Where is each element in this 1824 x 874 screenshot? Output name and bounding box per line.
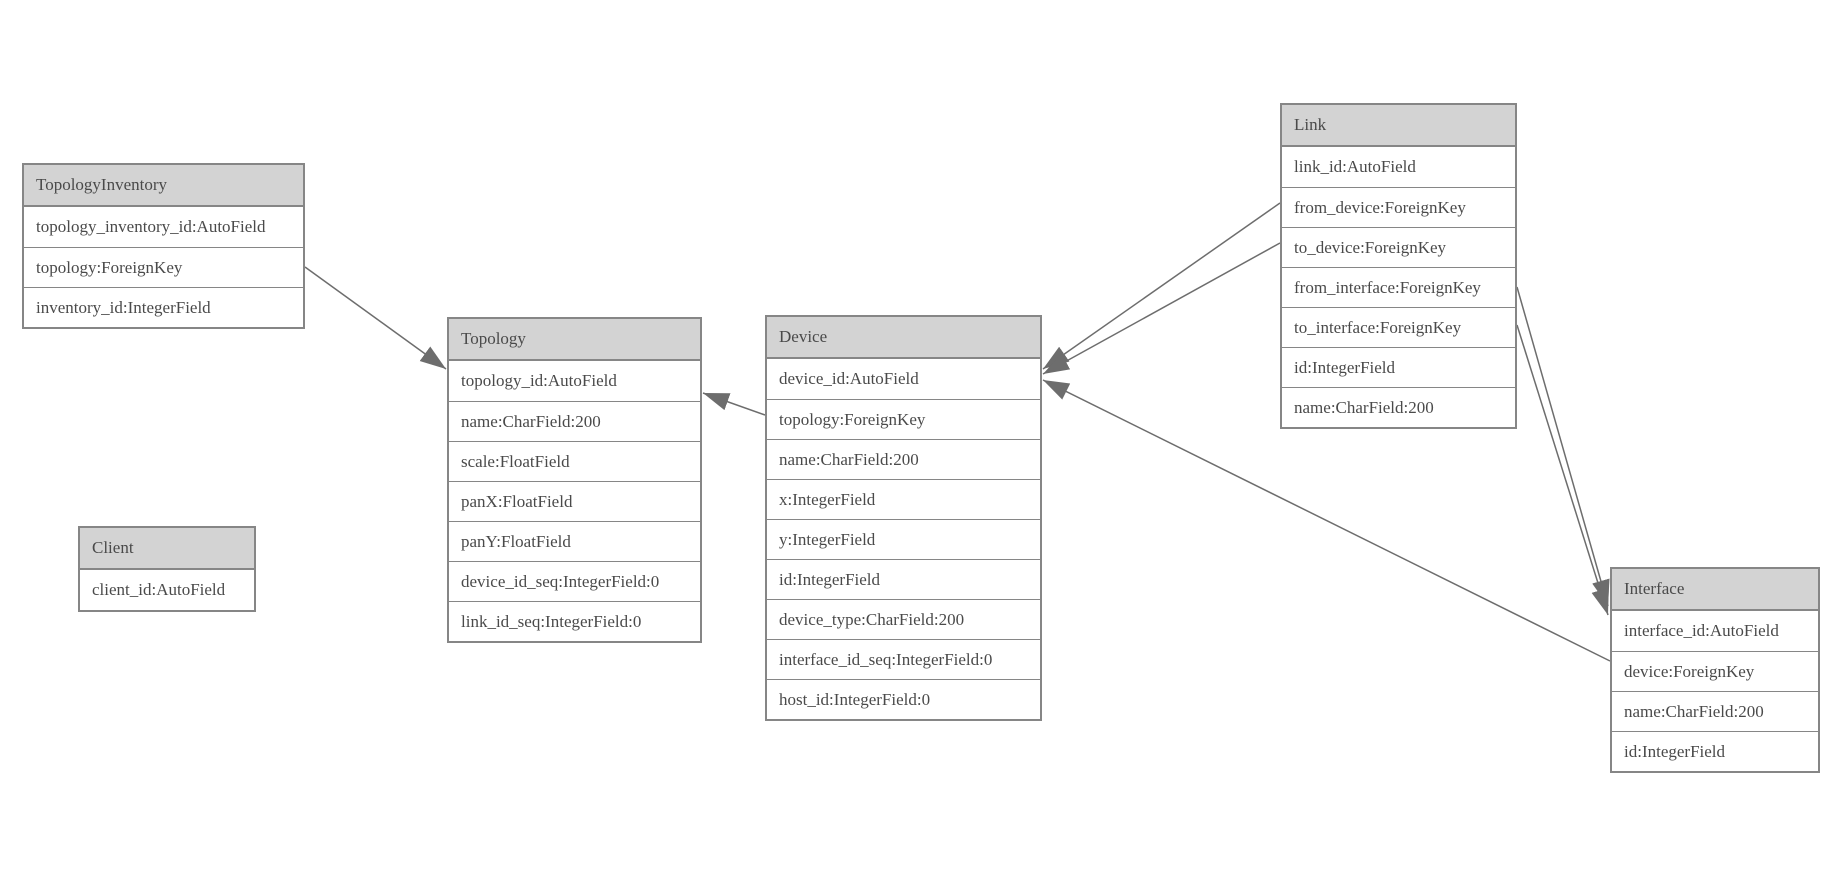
field-row-device-1: topology:ForeignKey [767,399,1040,439]
entity-client: Client client_id:AutoField [78,526,256,612]
entity-title-client: Client [80,528,254,570]
field-row-device-8: host_id:IntegerField:0 [767,679,1040,719]
edge-link-from_interface-to-interface [1516,286,1610,607]
field-row-topology-3: panX:FloatField [449,481,700,521]
field-row-device-6: device_type:CharField:200 [767,599,1040,639]
field-row-link-1: from_device:ForeignKey [1282,187,1515,227]
field-row-link-4: to_interface:ForeignKey [1282,307,1515,347]
field-row-device-0: device_id:AutoField [779,369,919,388]
entity-interface: Interface interface_id:AutoField device:F… [1610,567,1820,773]
entity-link: Link link_id:AutoField from_device:Foreig… [1280,103,1517,429]
field-row-topology-6: link_id_seq:IntegerField:0 [449,601,700,641]
edge-link-to_device-to-device [1042,242,1281,375]
field-row-device-7: interface_id_seq:IntegerField:0 [767,639,1040,679]
field-row-interface-0: interface_id:AutoField [1624,621,1779,640]
field-row-topology-1: name:CharField:200 [449,401,700,441]
field-row-interface-2: name:CharField:200 [1612,691,1818,731]
field-row-link-5: id:IntegerField [1282,347,1515,387]
entity-title-topology: Topology [449,319,700,361]
field-row-link-2: to_device:ForeignKey [1282,227,1515,267]
edge-link-to_interface-to-interface [1516,324,1609,616]
field-row-topology-inventory-1: topology:ForeignKey [24,247,303,287]
field-row-topology-0: topology_id:AutoField [461,371,617,390]
field-row-topology-inventory-2: inventory_id:IntegerField [24,287,303,327]
field-row-topology-inventory-0: topology_inventory_id:AutoField [36,217,266,236]
field-row-interface-1: device:ForeignKey [1612,651,1818,691]
entity-topology: Topology topology_id:AutoField name:CharF… [447,317,702,643]
entity-title-topology-inventory: TopologyInventory [24,165,303,207]
field-row-topology-4: panY:FloatField [449,521,700,561]
field-row-client-0: client_id:AutoField [92,580,226,599]
field-row-device-2: name:CharField:200 [767,439,1040,479]
edge-link-from_device-to-device [1042,202,1281,370]
field-row-link-6: name:CharField:200 [1282,387,1515,427]
field-row-device-3: x:IntegerField [767,479,1040,519]
edge-topologyinventory-topology-to-topology [304,266,447,370]
entity-topology-inventory: TopologyInventory topology_inventory_id:… [22,163,305,329]
field-row-topology-2: scale:FloatField [449,441,700,481]
entity-title-link: Link [1282,105,1515,147]
field-row-link-3: from_interface:ForeignKey [1282,267,1515,307]
field-row-device-5: id:IntegerField [767,559,1040,599]
field-row-device-4: y:IntegerField [767,519,1040,559]
field-row-topology-5: device_id_seq:IntegerField:0 [449,561,700,601]
field-row-interface-3: id:IntegerField [1612,731,1818,771]
entity-device: Device device_id:AutoField topology:Forei… [765,315,1042,721]
field-row-link-0: link_id:AutoField [1294,157,1416,176]
edge-device-topology-to-topology [702,392,766,416]
entity-title-device: Device [767,317,1040,359]
entity-title-interface: Interface [1612,569,1818,611]
